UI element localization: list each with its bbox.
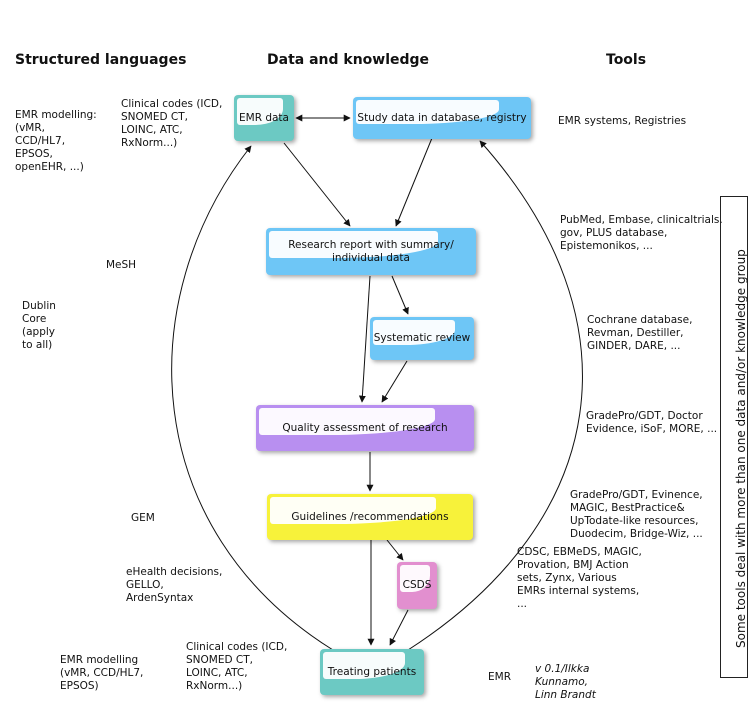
systematic-review-box[interactable]: Systematic review <box>370 317 474 360</box>
treating-patients-label: Treating patients <box>327 665 417 678</box>
csds-box[interactable]: CSDS <box>397 562 437 609</box>
emr-tools: EMR <box>488 671 511 683</box>
mesh-note: MeSH <box>106 259 137 271</box>
research-report-label: Research report with summary/ individual… <box>288 238 454 264</box>
gem-note: GEM <box>131 512 155 524</box>
guidelines-box[interactable]: Guidelines /recommendations <box>267 494 473 540</box>
gradepro-tools-1: GradePro/GDT, Doctor Evidence, iSoF, MOR… <box>586 410 718 435</box>
cochrane-tools: Cochrane database, Revman, Destiller, GI… <box>587 314 693 352</box>
quality-assessment-label: Quality assessment of research <box>282 421 448 434</box>
side-note-frame <box>720 196 748 678</box>
side-note: Some tools deal with more than one data … <box>734 249 748 648</box>
header-structured-languages: Structured languages <box>15 52 187 68</box>
guidelines-label: Guidelines /recommendations <box>291 510 449 523</box>
clinical-codes-top-note: Clinical codes (ICD, SNOMED CT, LOINC, A… <box>121 98 223 149</box>
emr-modelling-top-note: EMR modelling: (vMR, CCD/HL7, EPSOS, ope… <box>15 109 97 173</box>
emr-modelling-bottom-note: EMR modelling (vMR, CCD/HL7, EPSOS) <box>60 654 144 692</box>
emr-systems-tools: EMR systems, Registries <box>558 115 687 127</box>
treating-patients-box[interactable]: Treating patients <box>320 649 424 695</box>
pubmed-tools: PubMed, Embase, clinicaltrials. gov, PLU… <box>560 214 723 252</box>
csds-label: CSDS <box>402 579 432 591</box>
study-data-box[interactable]: Study data in database, registry <box>353 97 531 139</box>
header-tools: Tools <box>606 52 647 68</box>
gradepro-tools-2: GradePro/GDT, Evinence, MAGIC, BestPract… <box>570 489 703 540</box>
dublin-core-note: Dublin Core (apply to all) <box>22 300 56 351</box>
study-data-label: Study data in database, registry <box>357 111 527 124</box>
version-credit: v 0.1/Ilkka Kunnamo, Linn Brandt <box>535 663 596 701</box>
emr-data-box[interactable]: EMR data <box>234 95 294 141</box>
cdsc-tools: CDSC, EBMeDS, MAGIC, Provation, BMJ Acti… <box>517 546 642 610</box>
research-report-box[interactable]: Research report with summary/ individual… <box>266 228 476 275</box>
header-data-knowledge: Data and knowledge <box>267 52 430 68</box>
quality-assessment-box[interactable]: Quality assessment of research <box>256 405 474 451</box>
systematic-review-label: Systematic review <box>373 332 471 344</box>
clinical-codes-bottom-note: Clinical codes (ICD, SNOMED CT, LOINC, A… <box>186 641 288 692</box>
ehealth-note: eHealth decisions, GELLO, ArdenSyntax <box>126 566 223 604</box>
emr-data-label: EMR data <box>239 111 289 124</box>
